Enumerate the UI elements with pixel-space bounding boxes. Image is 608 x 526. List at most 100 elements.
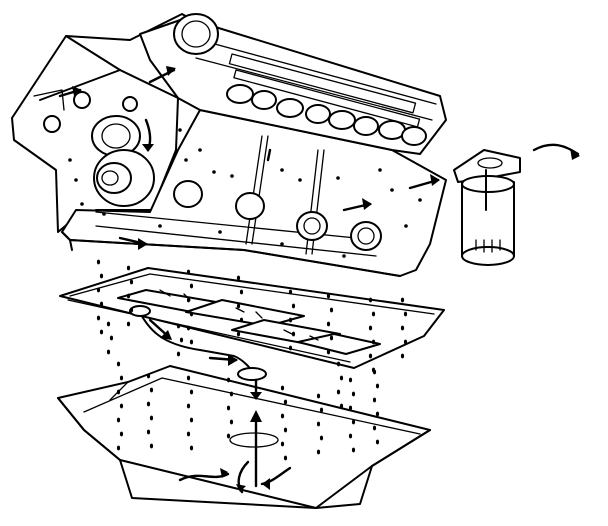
- oil-drop: [336, 176, 340, 180]
- oil-drop: [236, 275, 241, 281]
- oil-drop: [404, 224, 408, 228]
- oil-drop: [230, 174, 234, 178]
- oil-drop: [229, 419, 234, 425]
- oil-drop: [400, 297, 405, 303]
- oil-drop: [149, 415, 154, 421]
- oil-drop: [326, 349, 331, 355]
- oil-drop: [146, 373, 151, 379]
- oil-drop: [189, 283, 194, 289]
- oil-drop: [116, 361, 121, 367]
- front-gear-train: [33, 13, 219, 207]
- oil-drop: [326, 293, 331, 299]
- oil-drop: [179, 337, 184, 343]
- oil-drop: [226, 405, 231, 411]
- oil-drop: [348, 377, 353, 383]
- oil-drop: [375, 439, 380, 445]
- oil-drop: [283, 455, 288, 461]
- oil-drop: [403, 311, 408, 317]
- oil-drop: [74, 178, 78, 182]
- oil-drop: [348, 405, 353, 411]
- oil-drop: [316, 449, 321, 455]
- oil-drop: [239, 289, 244, 295]
- oil-drop: [319, 435, 324, 441]
- oil-drop: [176, 351, 181, 357]
- oil-drop: [368, 325, 373, 331]
- oil-drop: [186, 325, 191, 331]
- oil-drop: [403, 339, 408, 345]
- oil-drop: [186, 431, 191, 437]
- oil-drop: [400, 353, 405, 359]
- oil-flow-arrows: [58, 66, 580, 494]
- oil-drips: [68, 128, 422, 461]
- oil-drop: [280, 441, 285, 447]
- oil-drop: [236, 303, 241, 309]
- oil-drop: [116, 389, 121, 395]
- oil-drop: [368, 353, 373, 359]
- oil-drop: [126, 265, 131, 271]
- oil-drop: [186, 297, 191, 303]
- oil-drop: [96, 287, 101, 293]
- oil-drop: [339, 375, 344, 381]
- oil-drop: [116, 445, 121, 451]
- oil-drop: [106, 321, 111, 327]
- oil-drop: [291, 303, 296, 309]
- oil-drop: [184, 158, 188, 162]
- oil-drop: [99, 301, 104, 307]
- oil-drop: [129, 279, 134, 285]
- oil-drop: [189, 445, 194, 451]
- oil-drop: [283, 427, 288, 433]
- oil-drop: [178, 128, 182, 132]
- oil-drop: [96, 315, 101, 321]
- oil-drop: [126, 293, 131, 299]
- oil-drop: [288, 345, 293, 351]
- oil-drop: [189, 417, 194, 423]
- oil-drop: [390, 188, 394, 192]
- oil-drop: [129, 307, 134, 313]
- oil-drop: [106, 349, 111, 355]
- oil-drop: [212, 170, 216, 174]
- oil-drop: [400, 325, 405, 331]
- oil-drop: [316, 421, 321, 427]
- oil-drop: [226, 377, 231, 383]
- oil-drop: [329, 335, 334, 341]
- oil-drop: [316, 393, 321, 399]
- oil-drop: [329, 307, 334, 313]
- oil-drop: [149, 387, 154, 393]
- oil-drop: [288, 317, 293, 323]
- oil-drop: [371, 311, 376, 317]
- oil-drop: [418, 198, 422, 202]
- oil-drop: [68, 158, 72, 162]
- oil-drop: [186, 375, 191, 381]
- oil-drop: [189, 339, 194, 345]
- oil-drop: [319, 407, 324, 413]
- oil-drop: [226, 433, 231, 439]
- oil-drop: [280, 413, 285, 419]
- oil-drop: [146, 429, 151, 435]
- oil-drop: [116, 417, 121, 423]
- oil-drop: [326, 321, 331, 327]
- oil-drop: [371, 339, 376, 345]
- oil-drop: [229, 391, 234, 397]
- oil-drop: [378, 168, 382, 172]
- oil-drop: [375, 383, 380, 389]
- oil-drop: [119, 403, 124, 409]
- oil-drop: [99, 329, 104, 335]
- oil-drop: [119, 431, 124, 437]
- oil-drop: [372, 397, 377, 403]
- oil-drop: [298, 178, 302, 182]
- oil-drop: [189, 311, 194, 317]
- oil-drop: [368, 297, 373, 303]
- oil-flow-arrow: [266, 148, 272, 162]
- oil-drop: [351, 447, 356, 453]
- oil-drop: [372, 425, 377, 431]
- cylinder-bores: [173, 180, 382, 251]
- oil-drop: [126, 321, 131, 327]
- oil-drop: [186, 269, 191, 275]
- oil-drop: [348, 433, 353, 439]
- oil-drop: [336, 389, 341, 395]
- oil-drop: [99, 273, 104, 279]
- oil-drop: [119, 375, 124, 381]
- oil-drop: [351, 419, 356, 425]
- windage-plate: [59, 267, 445, 369]
- oil-pickup-tube: [129, 305, 267, 381]
